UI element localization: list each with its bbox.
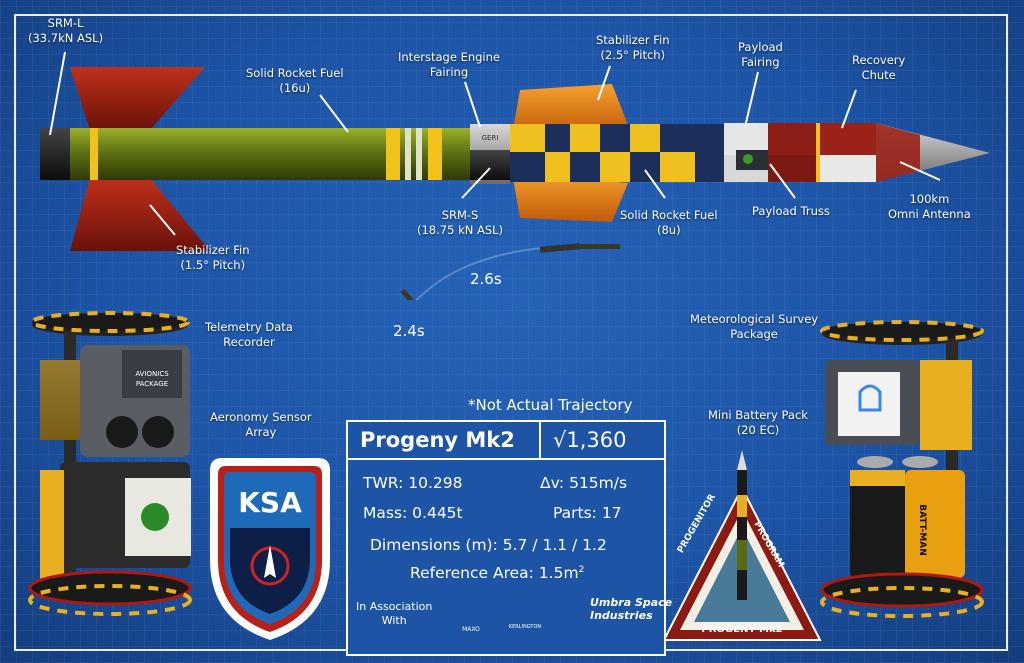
vehicle-stats-panel bbox=[346, 460, 666, 656]
label-omni-antenna: 100km Omni Antenna bbox=[888, 192, 971, 221]
checker-tile bbox=[630, 152, 660, 182]
trajectory-arc bbox=[400, 243, 621, 300]
stat-dimensions: Dimensions (m): 5.7 / 1.1 / 1.2 bbox=[370, 536, 607, 554]
label-solid-rocket-fuel-8: Solid Rocket Fuel (8u) bbox=[620, 208, 718, 237]
label-stabilizer-fin-bottom: Stabilizer Fin (1.5° Pitch) bbox=[176, 243, 250, 272]
payload-section bbox=[724, 123, 876, 182]
stat-delta-v: Δv: 515m/s bbox=[540, 474, 628, 492]
label-interstage-fairing: Interstage Engine Fairing bbox=[398, 50, 500, 79]
label-solid-rocket-fuel-16: Solid Rocket Fuel (16u) bbox=[246, 66, 344, 95]
upper-stage-cap bbox=[695, 124, 725, 182]
stat-twr: TWR: 10.298 bbox=[363, 474, 463, 492]
checker-tile bbox=[510, 152, 545, 182]
sponsor-kerlington: KERLINGTON bbox=[508, 624, 542, 630]
label-telemetry-recorder: Telemetry Data Recorder bbox=[205, 320, 293, 349]
upper-stage-body bbox=[510, 124, 725, 182]
association-text: In Association With bbox=[356, 600, 433, 627]
checker-tile bbox=[545, 152, 570, 182]
checker-tile bbox=[570, 152, 600, 182]
label-mini-battery: Mini Battery Pack (20 EC) bbox=[708, 408, 808, 437]
interstage-fairing: GERI bbox=[470, 124, 510, 184]
lower-stage-body bbox=[70, 128, 470, 180]
checker-tile bbox=[600, 152, 630, 182]
label-srm-l: SRM-L (33.7kN ASL) bbox=[28, 16, 104, 45]
stat-mass: Mass: 0.445t bbox=[363, 504, 463, 522]
progenitor-bottom-text: PROGENY Mk2 bbox=[701, 624, 783, 635]
ksa-badge-text: KSA bbox=[238, 486, 302, 519]
checker-tile bbox=[660, 152, 695, 182]
stat-parts: Parts: 17 bbox=[553, 504, 622, 522]
sponsor-umbra: Umbra Space Industries bbox=[590, 596, 673, 622]
vehicle-price: √1,360 bbox=[541, 420, 666, 460]
sponsor-maxo: MAXO bbox=[462, 626, 480, 633]
label-payload-fairing: Payload Fairing bbox=[738, 40, 783, 69]
checker-tile bbox=[545, 124, 570, 152]
svg-text:GERI: GERI bbox=[482, 134, 499, 142]
label-srm-s: SRM-S (18.75 kN ASL) bbox=[417, 208, 504, 237]
trajectory-note: *Not Actual Trajectory bbox=[468, 396, 633, 414]
label-aeronomy-sensor: Aeronomy Sensor Array bbox=[210, 410, 312, 439]
rocket-illustration: GERI bbox=[40, 51, 990, 300]
trajectory-time-2-6: 2.6s bbox=[470, 270, 502, 288]
label-meteorological-package: Meteorological Survey Package bbox=[690, 312, 819, 341]
label-payload-truss: Payload Truss bbox=[752, 204, 830, 218]
checker-tile bbox=[600, 124, 630, 152]
label-stabilizer-fin-top: Stabilizer Fin (2.5° Pitch) bbox=[596, 33, 670, 62]
vehicle-name: Progeny Mk2 bbox=[346, 420, 541, 460]
stat-reference-area: Reference Area: 1.5m2 bbox=[410, 564, 585, 582]
checker-tile bbox=[510, 124, 545, 152]
srm-l-nozzle bbox=[40, 128, 70, 180]
checker-tile bbox=[570, 124, 600, 152]
trajectory-time-2-4: 2.4s bbox=[393, 322, 425, 340]
label-recovery-chute: Recovery Chute bbox=[852, 53, 906, 82]
checker-tile bbox=[660, 124, 695, 152]
checker-tile bbox=[630, 124, 660, 152]
stabilizer-fin-lower-stage bbox=[70, 67, 210, 251]
